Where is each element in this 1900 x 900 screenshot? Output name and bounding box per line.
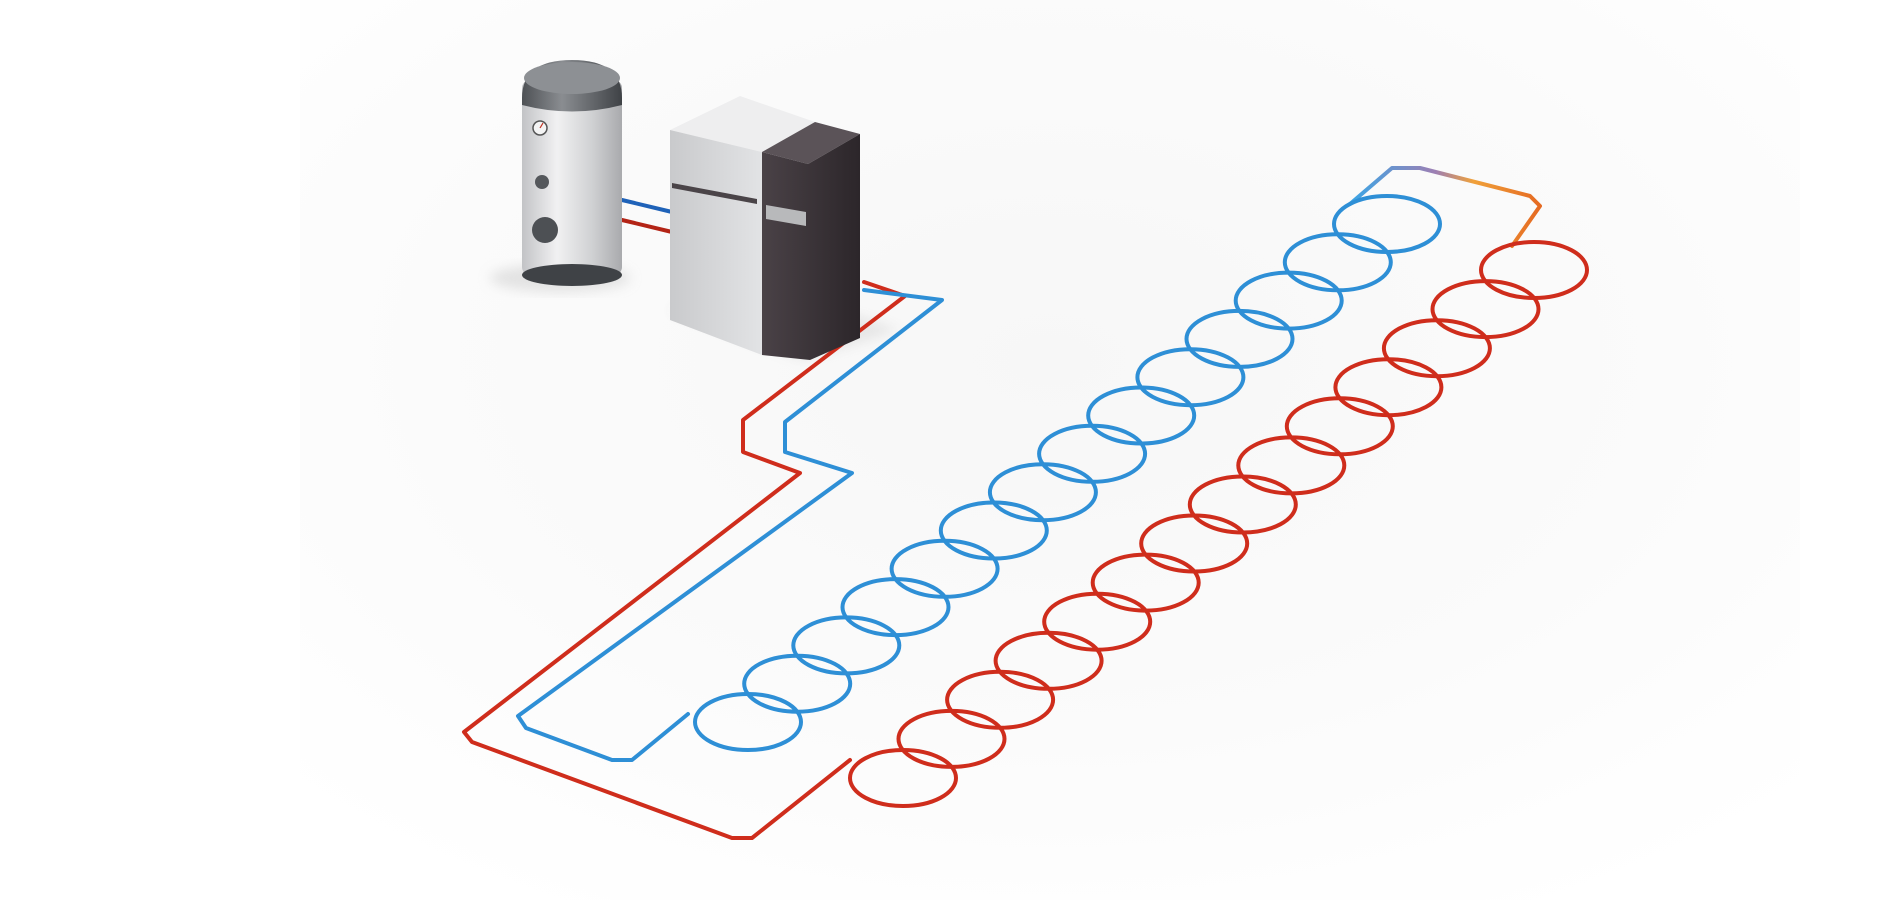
cold-coil-group bbox=[693, 194, 1442, 752]
hot-feed-pipe bbox=[462, 280, 907, 840]
cold-feed-pipe bbox=[516, 288, 944, 762]
unit-vent-slot bbox=[672, 183, 757, 204]
valve-port-icon bbox=[535, 175, 549, 189]
supply-pipes bbox=[462, 166, 1542, 840]
drain-port-icon bbox=[532, 217, 558, 243]
unit-top bbox=[670, 96, 815, 152]
hot-coil-loop-14 bbox=[1479, 240, 1589, 300]
tank-to-unit-cold-pipe bbox=[620, 198, 674, 214]
unit-side-top bbox=[762, 122, 860, 164]
unit-display-strip bbox=[766, 205, 806, 226]
tank-bottom bbox=[522, 264, 622, 286]
unit-dark-panel bbox=[762, 134, 860, 360]
loop-return-pipe bbox=[1348, 166, 1542, 248]
tank-to-unit-hot-pipe bbox=[620, 218, 674, 234]
unit-front-panel bbox=[670, 130, 762, 355]
tank-top bbox=[524, 62, 620, 94]
hot-coil-group bbox=[848, 240, 1589, 808]
cold-coil-loop-14 bbox=[1332, 194, 1442, 254]
gauge-needle bbox=[539, 122, 544, 129]
water-tank bbox=[522, 60, 622, 286]
heat-pump-unit bbox=[670, 96, 860, 360]
